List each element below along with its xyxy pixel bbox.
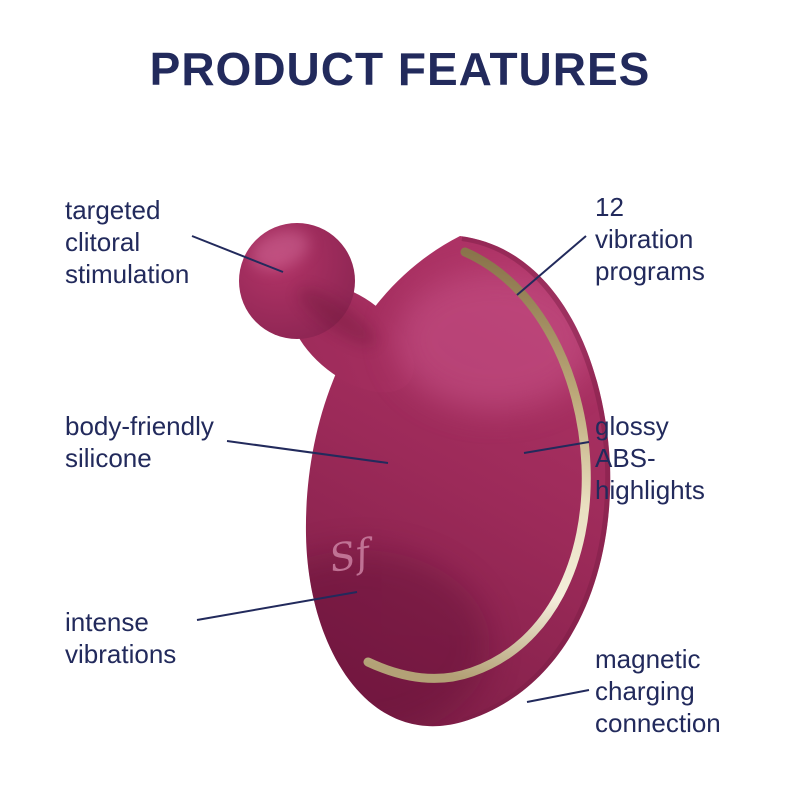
feature-label-glossy-abs-highlights: glossy ABS- highlights	[595, 411, 705, 506]
body-sheen-highlight	[395, 270, 595, 410]
feature-label-magnetic-charging-connection: magnetic charging connection	[595, 644, 721, 739]
callout-line-vibration-programs	[516, 235, 587, 296]
callout-line-body-friendly-silicone	[226, 440, 389, 464]
feature-label-body-friendly-silicone: body-friendly silicone	[65, 411, 214, 474]
edge-shadow	[461, 235, 611, 724]
feature-label-vibration-programs: 12 vibration programs	[595, 192, 705, 287]
page-title: PRODUCT FEATURES	[149, 43, 651, 95]
product: Sf	[239, 223, 611, 727]
body-shadow	[239, 550, 490, 727]
feature-label-intense-vibrations: intense vibrations	[65, 607, 177, 670]
callout-line-targeted-clitoral-stimulation	[191, 235, 284, 273]
callout-lines	[191, 235, 590, 703]
callout-line-intense-vibrations	[196, 591, 358, 621]
knob-highlight	[251, 230, 309, 270]
gold-highlight-stripe	[363, 247, 591, 683]
callout-line-glossy-abs-highlights	[523, 441, 590, 454]
knob-crease-shadow	[298, 288, 376, 346]
feature-label-targeted-clitoral-stimulation: targeted clitoral stimulation	[65, 195, 190, 290]
callout-line-magnetic-charging-connection	[526, 689, 590, 703]
